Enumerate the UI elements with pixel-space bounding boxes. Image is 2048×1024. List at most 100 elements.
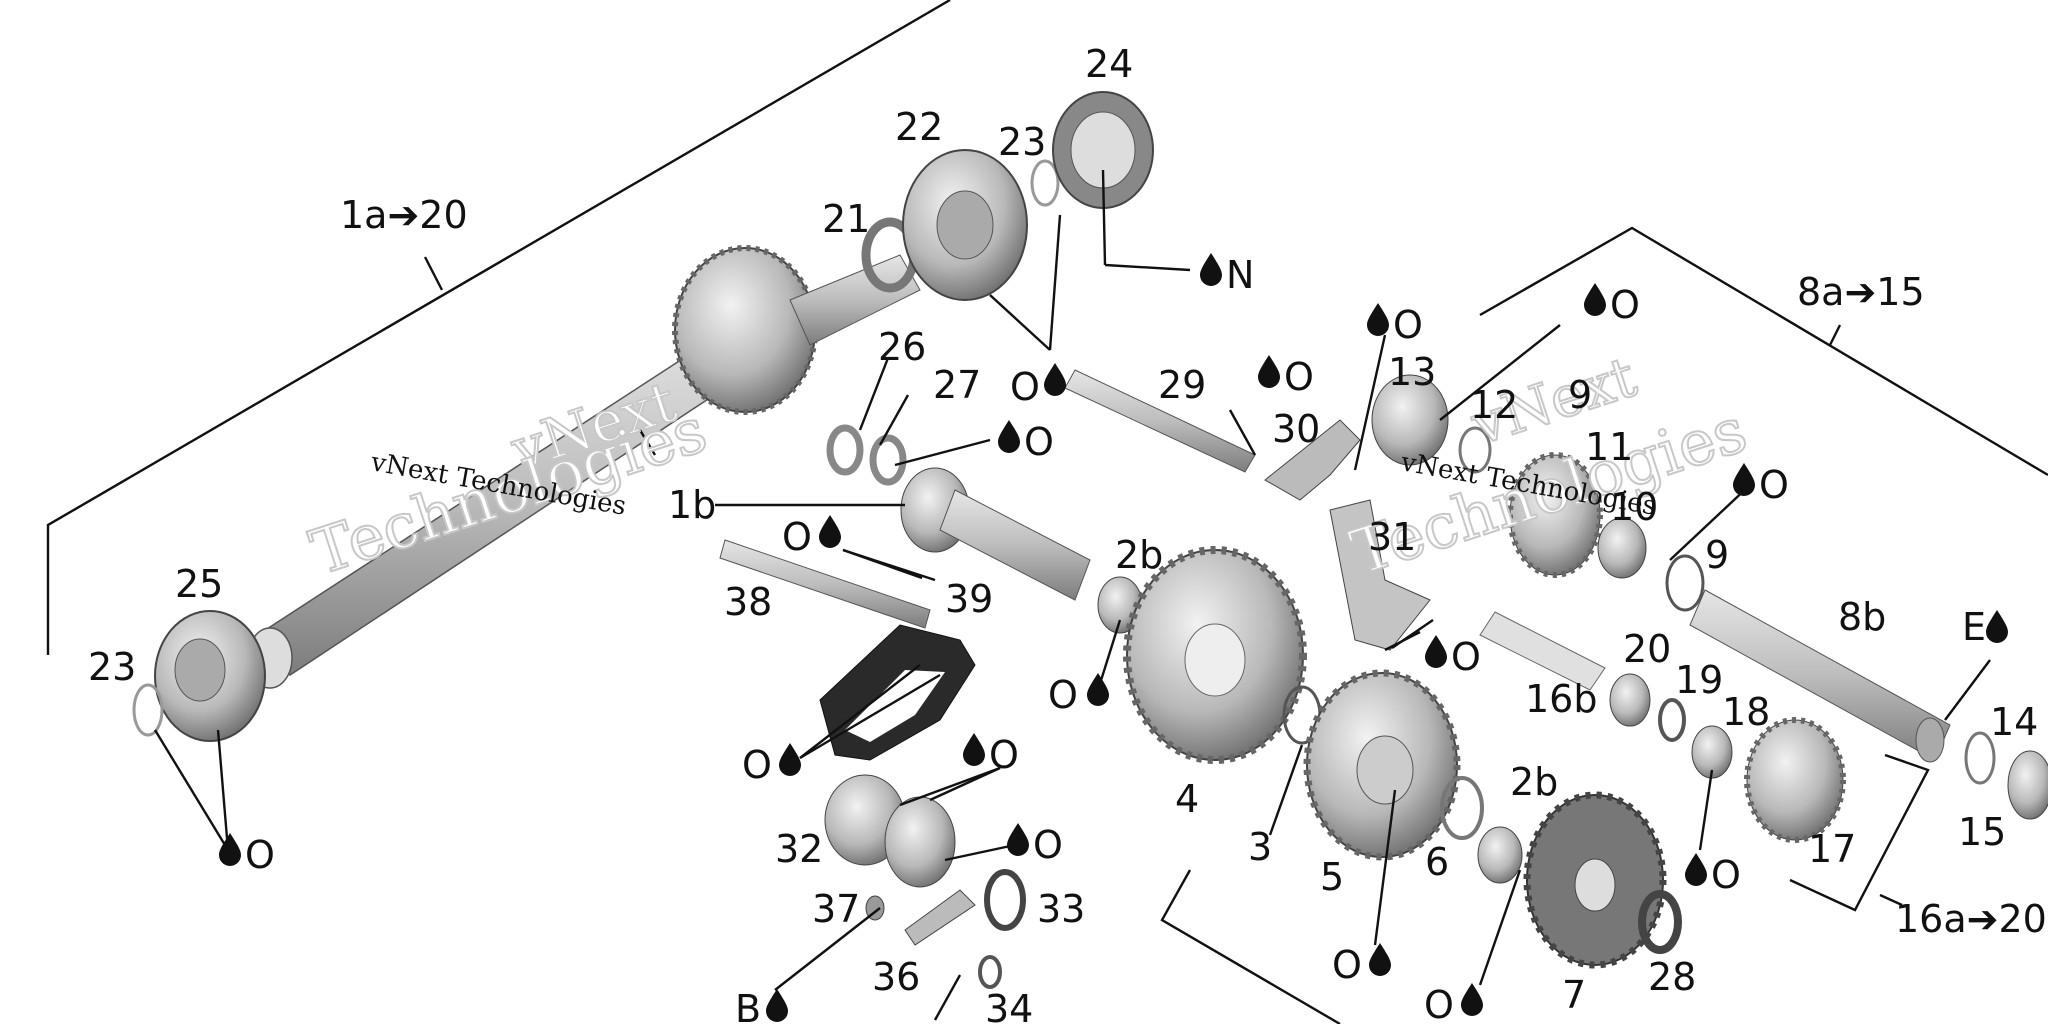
- plate-33: [984, 869, 1026, 931]
- oil-drop-icon: [1461, 983, 1483, 1016]
- lube-o: O: [1284, 355, 1314, 399]
- lube-b: B: [735, 987, 761, 1024]
- gear-4: [1123, 546, 1307, 764]
- lube-o: O: [1033, 823, 1063, 867]
- lube-o: O: [1393, 303, 1423, 347]
- callout-31: 31: [1368, 515, 1416, 559]
- oil-drop-icon: [1584, 283, 1606, 316]
- bracket-1a-20: [46, 0, 951, 655]
- lube-o: O: [1024, 420, 1054, 464]
- callout-28: 28: [1648, 955, 1696, 999]
- lube-o: O: [1451, 635, 1481, 679]
- ring-14: [1964, 731, 1996, 785]
- callout-23-left: 23: [88, 645, 136, 689]
- oil-drop-icon: [779, 743, 801, 776]
- lube-o: O: [1759, 463, 1789, 507]
- callout-11: 11: [1585, 425, 1633, 469]
- rod-29: [1064, 369, 1256, 473]
- oil-drop-icon: [1685, 853, 1707, 886]
- leader-lines: [153, 169, 1991, 1021]
- ring-23-left: [132, 683, 164, 737]
- bearing-15: [2007, 750, 2048, 820]
- callout-13: 13: [1388, 350, 1436, 394]
- sleeve-10: [1597, 517, 1647, 579]
- callout-32: 32: [775, 827, 823, 871]
- oil-drop-icon: [963, 733, 985, 766]
- callout-26: 26: [878, 325, 926, 369]
- washer-6: [1440, 776, 1484, 840]
- gear-7: [1523, 791, 1667, 969]
- gear-17: [1744, 717, 1846, 843]
- callout-30: 30: [1272, 407, 1320, 451]
- callout-15: 15: [1958, 810, 2006, 854]
- callout-4: 4: [1175, 777, 1199, 821]
- lever-36: [904, 889, 976, 946]
- callout-22: 22: [895, 105, 943, 149]
- callout-23-top: 23: [998, 120, 1046, 164]
- callout-21: 21: [822, 197, 870, 241]
- bearing-22: [902, 149, 1028, 301]
- bearing-25: [154, 610, 266, 742]
- oil-drop-icon: [1986, 610, 2008, 643]
- washer-27: [869, 434, 907, 486]
- callout-19: 19: [1675, 658, 1723, 702]
- shift-fork-31: [1329, 499, 1431, 651]
- gear-13: [1371, 374, 1449, 466]
- oil-drop-icon: [1200, 253, 1222, 286]
- callout-8a-15: 8a➔15: [1797, 270, 1925, 314]
- callout-39: 39: [945, 577, 993, 621]
- lube-o: O: [782, 515, 812, 559]
- lube-o: O: [742, 743, 772, 787]
- lube-o: O: [1332, 943, 1362, 987]
- shift-fork-30: [1264, 419, 1361, 501]
- callout-8b: 8b: [1838, 595, 1886, 639]
- washer-28: [1638, 890, 1682, 954]
- oil-drop-icon: [1044, 363, 1066, 396]
- lube-o: O: [245, 833, 275, 877]
- callout-38: 38: [724, 580, 772, 624]
- callout-14: 14: [1990, 700, 2038, 744]
- bracket-16a-20: [1789, 753, 1930, 912]
- callout-18: 18: [1722, 690, 1770, 734]
- callout-16b: 16b: [1525, 677, 1597, 721]
- lube-o: O: [1010, 365, 1040, 409]
- drum-32: [824, 774, 956, 888]
- sleeve-2b-lower: [1477, 826, 1523, 884]
- lube-o: O: [1424, 983, 1454, 1024]
- callout-27: 27: [933, 363, 981, 407]
- bevel-gear: [672, 245, 921, 415]
- gear-11: [1507, 452, 1603, 578]
- callout-12: 12: [1470, 383, 1518, 427]
- callout-16a-20: 16a➔20: [1895, 897, 2047, 941]
- oil-drop-icon: [766, 989, 788, 1022]
- callout-2b-lower: 2b: [1510, 760, 1558, 804]
- oil-drop-icon: [1007, 823, 1029, 856]
- callout-7: 7: [1562, 973, 1586, 1017]
- lube-e: E: [1962, 605, 1986, 649]
- lube-o: O: [1711, 853, 1741, 897]
- callout-29: 29: [1158, 363, 1206, 407]
- ring-23-top: [1030, 159, 1060, 207]
- callout-1a-20: 1a➔20: [340, 193, 468, 237]
- callout-37: 37: [812, 887, 860, 931]
- lube-o: O: [1610, 283, 1640, 327]
- callout-10: 10: [1610, 485, 1658, 529]
- callout-17: 17: [1808, 827, 1856, 871]
- callout-33: 33: [1037, 887, 1085, 931]
- lube-o: O: [1048, 673, 1078, 717]
- oil-drop-icon: [1369, 943, 1391, 976]
- oil-drop-icon: [1367, 303, 1389, 336]
- ring-9: [1665, 554, 1705, 612]
- washer-26: [826, 424, 864, 476]
- callout-3: 3: [1248, 825, 1272, 869]
- callout-36: 36: [872, 955, 920, 999]
- oil-drop-icon: [1425, 635, 1447, 668]
- washer-34: [978, 955, 1002, 989]
- callout-6: 6: [1425, 840, 1449, 884]
- oil-drop-icon: [998, 420, 1020, 453]
- oil-drop-icon: [1087, 673, 1109, 706]
- sleeve-20: [1609, 673, 1651, 727]
- lube-o: O: [989, 733, 1019, 777]
- callout-9-upper: 9: [1568, 373, 1592, 417]
